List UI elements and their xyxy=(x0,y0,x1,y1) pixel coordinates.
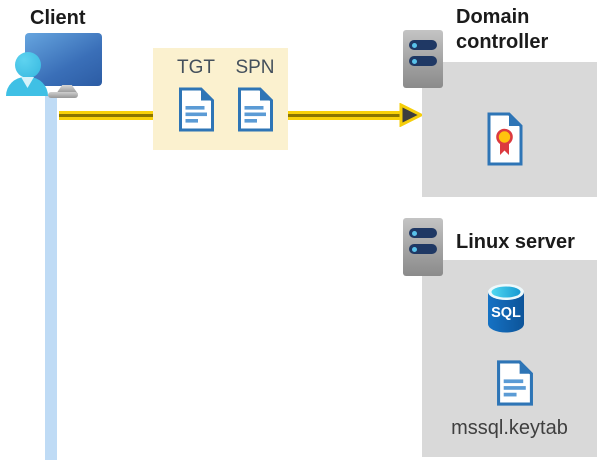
linux-server-icon xyxy=(403,218,443,276)
spn-document-icon xyxy=(238,87,273,132)
client-timeline-bar xyxy=(45,95,57,460)
server-drive-icon xyxy=(409,228,437,238)
server-drive-icon xyxy=(409,56,437,66)
person-icon xyxy=(15,52,41,78)
certificate-icon xyxy=(487,112,523,166)
request-arrow-head-icon xyxy=(399,103,423,127)
tgt-label: TGT xyxy=(177,57,215,78)
spn-label: SPN xyxy=(235,57,275,78)
sql-text: SQL xyxy=(491,305,521,321)
tgt-document-icon xyxy=(179,87,214,132)
ticket-box: TGT SPN xyxy=(153,48,288,150)
monitor-stand-icon xyxy=(56,85,78,94)
domain-controller-label: Domain controller xyxy=(456,6,549,53)
linux-server-label: Linux server xyxy=(456,231,575,253)
domain-controller-server-icon xyxy=(403,30,443,88)
keytab-filename-label: mssql.keytab xyxy=(451,417,568,439)
server-drive-icon xyxy=(409,244,437,254)
person-collar-icon xyxy=(21,77,34,88)
monitor-stand-base-icon xyxy=(48,92,78,98)
server-drive-icon xyxy=(409,40,437,50)
client-label: Client xyxy=(30,7,86,29)
keytab-document-icon xyxy=(497,360,533,406)
sql-database-icon: SQL xyxy=(488,284,524,333)
